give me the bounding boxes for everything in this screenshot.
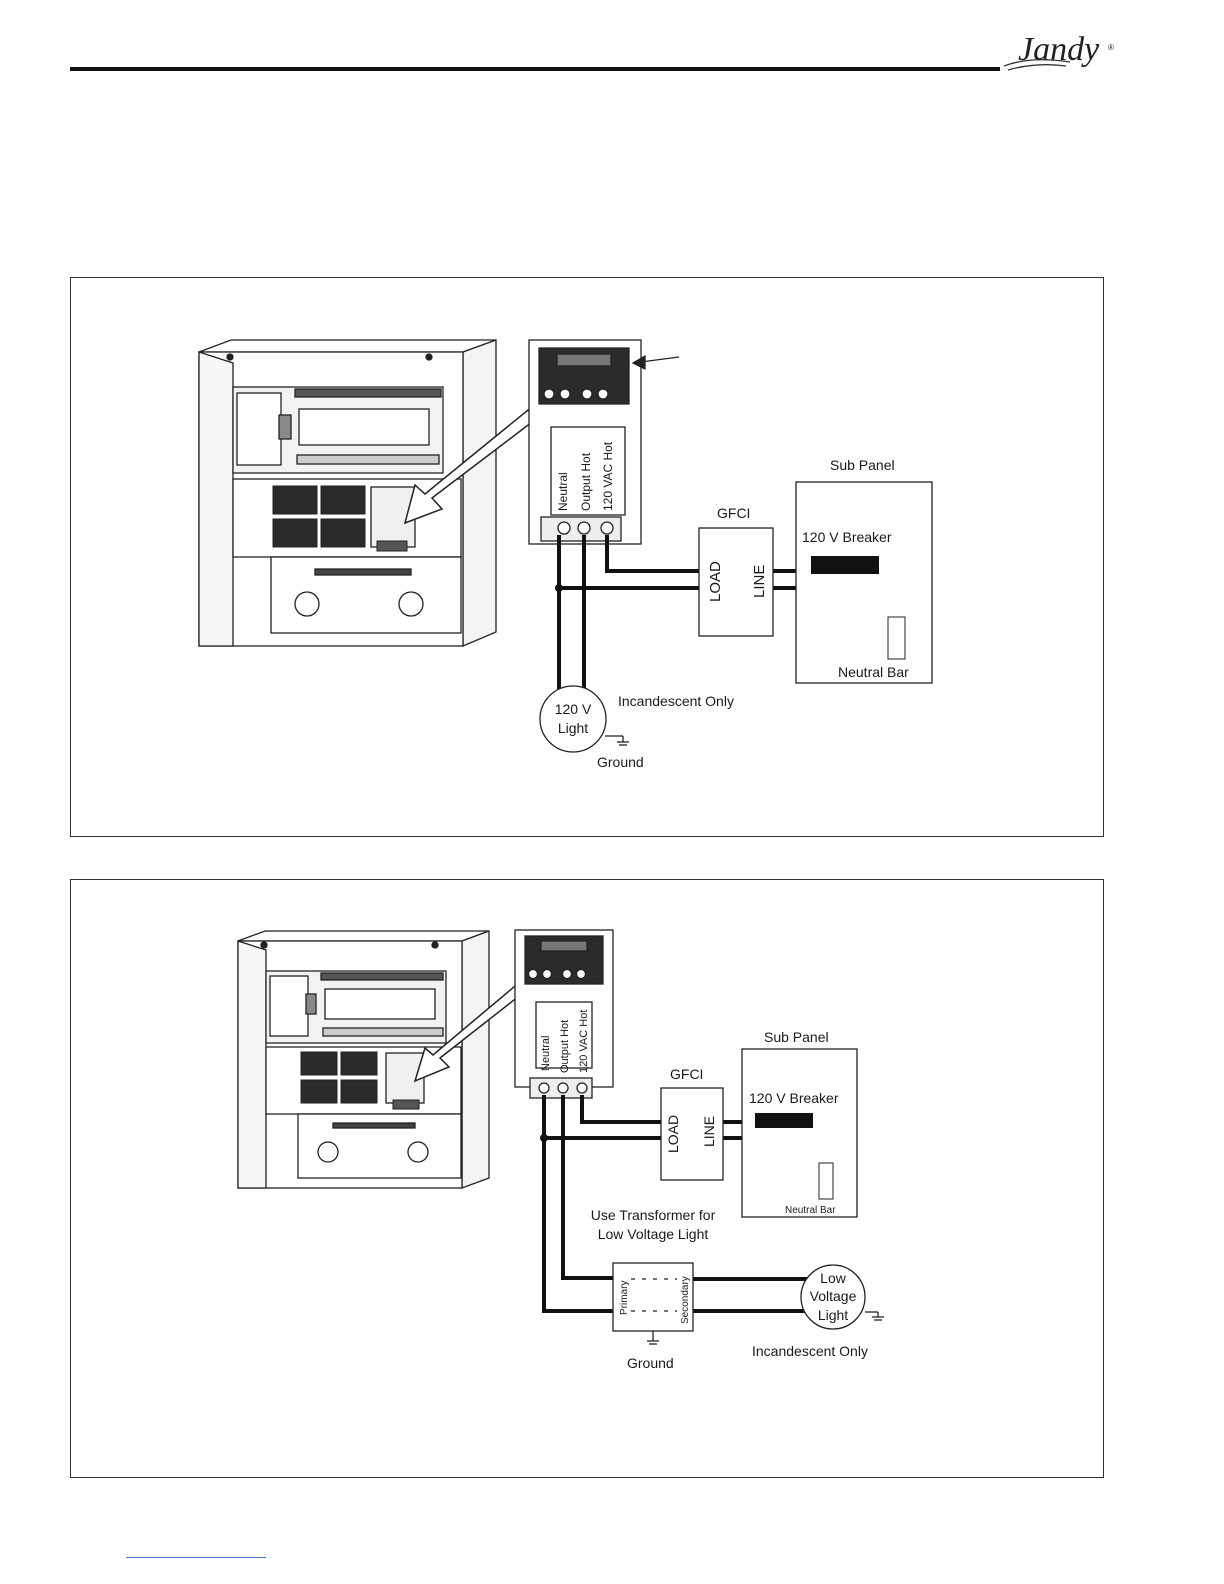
low-voltage-light: Low Voltage Light [800,1264,866,1330]
figure-1-wiring-diagram: Neutral Output Hot 120 VAC Hot GFCI LOAD… [70,277,1104,837]
transformer-ground-symbol [647,1331,659,1345]
breaker [811,556,879,574]
figure-1-canvas: Neutral Output Hot 120 VAC Hot GFCI LOAD… [198,339,933,770]
gfci-box: GFCI LOAD LINE [698,505,774,637]
light-fixture: 120 V Light [539,685,607,753]
light-label-line3: Light [818,1307,848,1323]
transformer: Primary Secondary [612,1262,694,1332]
neutral-bar-label: Neutral Bar [838,664,909,680]
callout-arrow [413,979,530,1083]
callout-arrow [403,408,538,525]
breaker-label: 120 V Breaker [802,529,892,545]
gfci-box: GFCI LOAD LINE [660,1066,724,1181]
terminal-label-neutral: Neutral [556,472,570,511]
logo-swoosh [1003,59,1071,71]
breaker-label: 120 V Breaker [749,1090,839,1106]
transformer-note-line1: Use Transformer for [591,1207,716,1223]
relay-board [528,339,680,545]
neutral-bar [818,1162,834,1200]
neutral-bar-label: Neutral Bar [785,1205,836,1216]
terminal-label-output-hot: Output Hot [559,1020,571,1073]
wire-junction [540,1134,548,1142]
transformer-primary-label: Primary [619,1281,630,1315]
logo-text: Jandy [1018,31,1100,68]
incandescent-note: Incandescent Only [752,1343,868,1359]
ground-symbol [605,735,629,746]
terminal-label-output-hot: Output Hot [579,452,593,511]
jandy-logo: Jandy ® [1003,31,1114,71]
ground-label: Ground [597,754,644,770]
wire-junction [555,584,563,592]
terminal-label-120vac-hot: 120 VAC Hot [601,441,615,511]
footer-link-underline[interactable] [126,1557,266,1558]
header-rule [70,67,1000,71]
light-label-line1: 120 V [555,701,592,717]
incandescent-note: Incandescent Only [618,693,734,709]
panel-relays [272,485,408,552]
sub-panel: Sub Panel 120 V Breaker Neutral Bar [795,457,933,684]
terminal-label-120vac-hot: 120 VAC Hot [578,1010,590,1073]
light-label-line2: Light [558,720,588,736]
light-label-line2: Voltage [810,1288,857,1304]
breaker [755,1113,813,1128]
transformer-secondary-label: Secondary [680,1276,691,1324]
gfci-line-label: LINE [751,565,768,598]
gfci-line-label: LINE [701,1116,717,1147]
sub-panel: Sub Panel 120 V Breaker Neutral Bar [741,1029,858,1218]
logo-registered: ® [1108,43,1114,52]
control-panel-enclosure [237,930,490,1189]
gfci-load-label: LOAD [707,561,724,602]
sub-panel-title: Sub Panel [764,1029,829,1045]
relay-board [514,929,614,1099]
ground-label: Ground [627,1355,674,1371]
figure-2-wiring-diagram: Neutral Output Hot 120 VAC Hot GFCI LOAD… [70,879,1104,1478]
transformer-note-line2: Low Voltage Light [598,1226,709,1242]
sub-panel-title: Sub Panel [830,457,895,473]
figure-2-canvas: Neutral Output Hot 120 VAC Hot GFCI LOAD… [237,929,884,1371]
light-ground-symbol [865,1311,884,1321]
light-label-line1: Low [820,1270,847,1286]
neutral-bar [887,616,906,660]
terminal-label-neutral: Neutral [540,1036,552,1071]
gfci-title: GFCI [717,505,750,521]
panel-relays [300,1051,420,1110]
gfci-title: GFCI [670,1066,703,1082]
gfci-load-label: LOAD [665,1115,681,1153]
